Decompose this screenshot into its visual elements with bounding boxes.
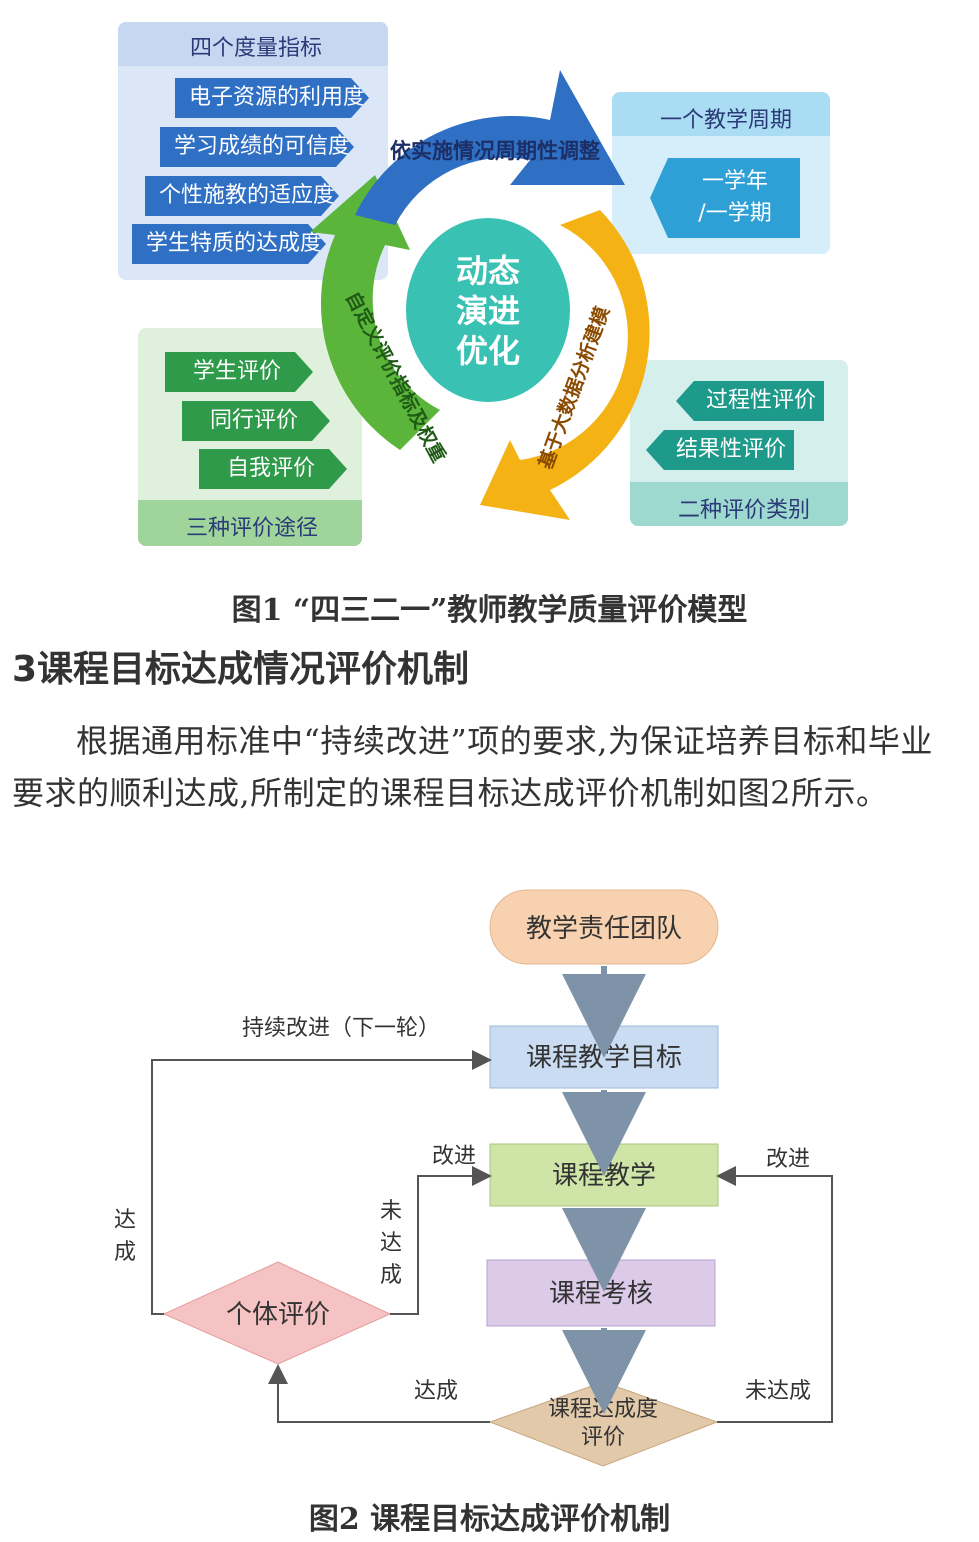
label-not-achieved-bottom: 未达成 <box>745 1379 811 1404</box>
cycle-arrow-top <box>355 70 625 225</box>
label-achieved-bottom: 达成 <box>414 1379 458 1404</box>
types-panel-footer <box>630 482 848 526</box>
cycle-panel-header <box>612 92 830 136</box>
type-item: 结果性评价 <box>646 430 794 470</box>
metric-item: 电子资源的利用度 <box>175 78 369 118</box>
node-teaching-label: 课程教学 <box>552 1161 656 1191</box>
label-not-achieved-mid: 达 <box>380 1231 402 1256</box>
cycle-arrow-left <box>310 175 440 450</box>
label-achieved-left: 达 <box>114 1208 136 1233</box>
flowchart: 教学责任团队 课程教学目标 课程教学 课程考核 课程达成度 评价 个体评价 持续… <box>114 889 833 1467</box>
metric-item: 学习成绩的可信度 <box>160 127 354 167</box>
node-individual-label: 个体评价 <box>226 1300 330 1330</box>
dynamic-cycle-diagram: 动态 演进 优化 依实施情况周期性调整 基于大数据分析建模 自定义评价指标及权重 <box>310 70 650 520</box>
label-improve-left: 改进 <box>432 1144 476 1169</box>
cycle-period-item: 一学年 /一学期 <box>650 158 800 238</box>
metrics-panel-title: 四个度量指标 <box>190 36 323 61</box>
approach-item: 自我评价 <box>199 449 347 489</box>
approaches-panel-footer <box>138 500 362 546</box>
approach-item: 学生评价 <box>165 352 313 392</box>
label-not-achieved-mid: 未 <box>380 1199 402 1224</box>
metrics-panel-header <box>118 22 388 66</box>
label-achieved-left: 成 <box>114 1240 136 1265</box>
cycle-center <box>406 218 570 402</box>
node-achievement-line: 评价 <box>581 1425 625 1450</box>
metric-item: 个性施教的适应度 <box>145 176 339 216</box>
cycle-center-line: 优化 <box>456 332 520 370</box>
label-continuous-improvement: 持续改进（下一轮） <box>242 1016 440 1041</box>
cycle-center-line: 动态 <box>456 252 520 290</box>
metric-item: 学生特质的达成度 <box>132 224 326 264</box>
node-assessment-label: 课程考核 <box>549 1279 653 1309</box>
cycle-arrow-right <box>480 210 650 520</box>
node-team-label: 教学责任团队 <box>526 914 682 944</box>
cycle-center-line: 演进 <box>456 292 520 330</box>
cycle-period-line: /一学期 <box>698 201 772 226</box>
types-panel-title: 二种评价类别 <box>678 498 811 523</box>
cycle-period-line: 一学年 <box>701 169 768 194</box>
label-not-achieved-mid: 成 <box>380 1263 402 1288</box>
approaches-panel-title: 三种评价途径 <box>186 516 319 541</box>
node-achievement-line: 课程达成度 <box>548 1397 658 1422</box>
node-achievement <box>488 1381 719 1467</box>
section-heading: 3课程目标达成情况评价机制 <box>12 649 470 690</box>
arrow-achieved-individual <box>268 1364 490 1423</box>
cycle-arrow-top-label: 依实施情况周期性调整 <box>390 139 600 163</box>
cycle-panel-title: 一个教学周期 <box>660 108 793 133</box>
section-body: 根据通用标准中“持续改进”项的要求,为保证培养目标和毕业要求的顺利达成,所制定的… <box>12 722 933 812</box>
arrow-continuous-improvement <box>151 1050 492 1315</box>
arrow-individual-improve <box>390 1166 492 1315</box>
arrow-not-achieved-improve <box>716 1166 833 1423</box>
type-item: 过程性评价 <box>676 381 824 421</box>
label-improve-right: 改进 <box>766 1147 810 1172</box>
approach-item: 同行评价 <box>182 401 330 441</box>
figure-2-caption: 图2 课程目标达成评价机制 <box>308 1502 671 1537</box>
node-objectives-label: 课程教学目标 <box>526 1043 682 1073</box>
figure-1-caption: 图1 “四三二一”教师教学质量评价模型 <box>231 593 748 628</box>
figure-1: 四个度量指标 电子资源的利用度 学习成绩的可信度 个性施教的适应度 学生特质的达… <box>0 0 979 628</box>
figure-2: 教学责任团队 课程教学目标 课程教学 课程考核 课程达成度 评价 个体评价 持续… <box>0 860 979 1500</box>
node-team <box>489 889 719 965</box>
